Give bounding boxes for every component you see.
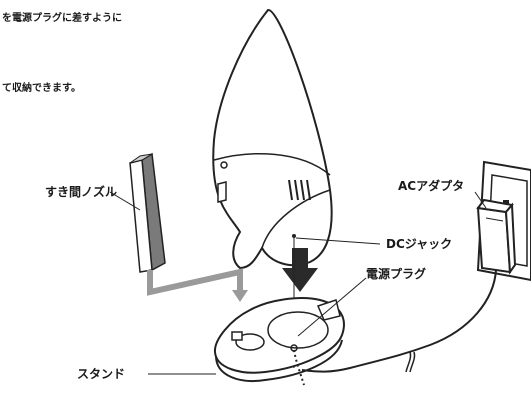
label-dc-jack: DCジャック	[386, 237, 453, 251]
label-nozzle: すき間ノズル	[45, 185, 118, 199]
stand-icon	[214, 297, 345, 386]
power-cable	[301, 269, 497, 373]
label-ac-adapter: ACアダプタ	[398, 179, 465, 193]
handheld-vacuum	[212, 9, 333, 270]
instruction-line-2: て収納できます。	[2, 83, 81, 94]
label-stand: スタンド	[77, 367, 126, 381]
ac-adapter-icon	[476, 198, 517, 275]
insert-down-arrow	[282, 248, 318, 292]
nozzle-move-arrow	[147, 268, 248, 302]
crevice-nozzle-icon	[129, 152, 166, 273]
label-power-plug: 電源プラグ	[366, 267, 427, 281]
instruction-line-1: を電源プラグに差すように	[2, 13, 122, 24]
